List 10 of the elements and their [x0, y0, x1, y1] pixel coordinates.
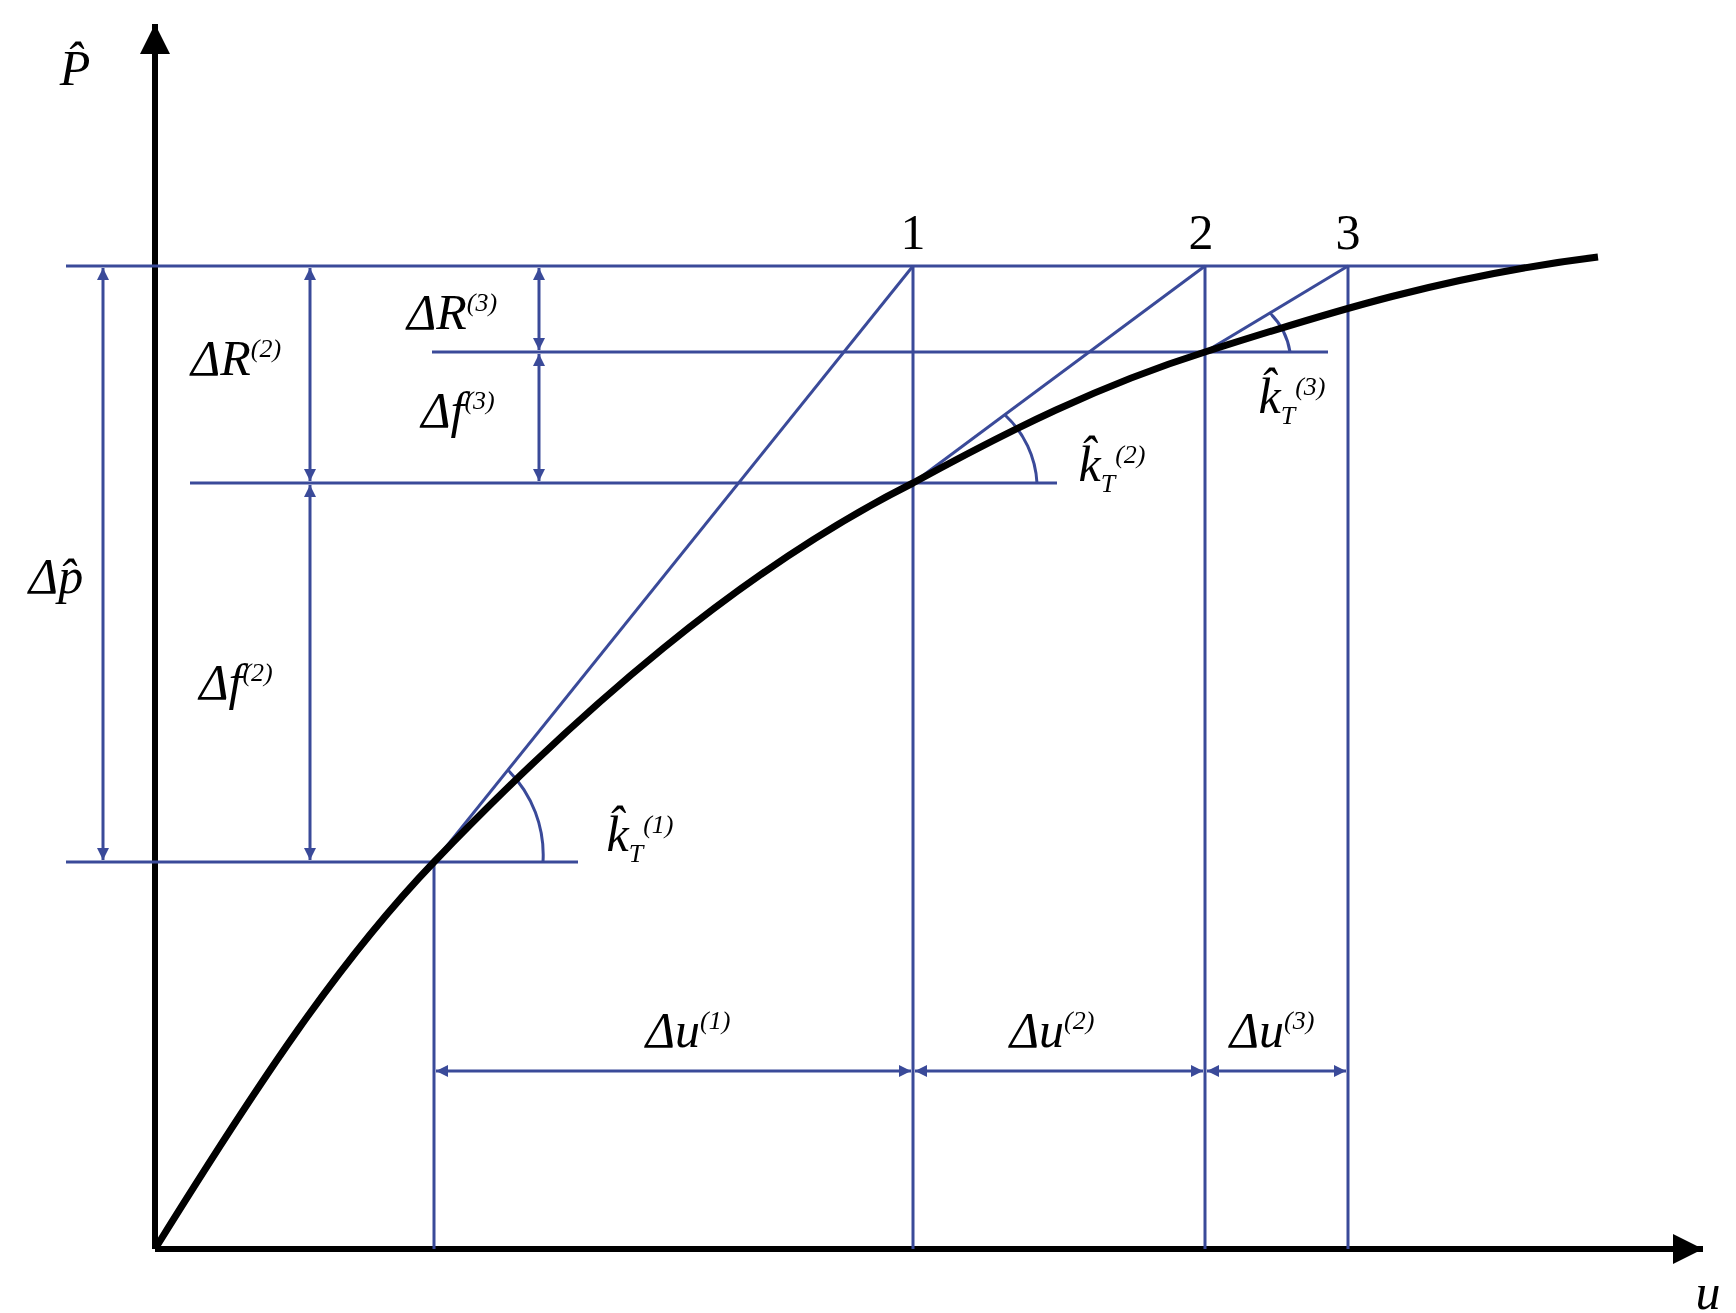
axis-label: u	[1695, 1267, 1721, 1313]
dimension-label: Δu$^{(2)}$	[1009, 1005, 1095, 1055]
point-number: 3	[1335, 207, 1361, 257]
dimension-label: ΔR$^{(2)}$	[190, 333, 282, 383]
point-number: 1	[900, 207, 926, 257]
point-number: 2	[1188, 207, 1214, 257]
axis-label: P̂	[59, 43, 91, 93]
dimension-label: Δu$^{(3)}$	[1229, 1005, 1315, 1055]
dimension-label: ΔR$^{(3)}$	[406, 287, 498, 337]
dimension-label: Δu$^{(1)}$	[645, 1005, 731, 1055]
